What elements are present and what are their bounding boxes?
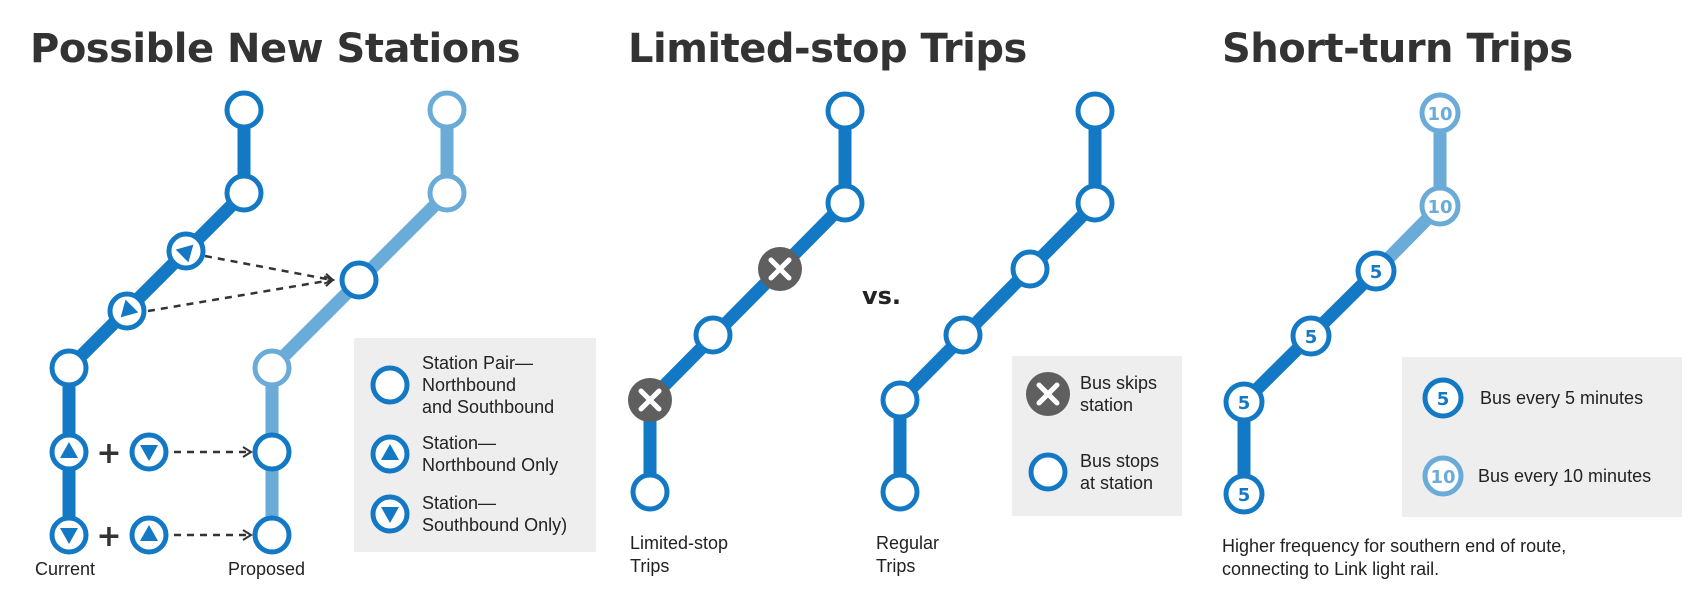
panel1-title: Possible New Stations — [30, 26, 521, 72]
vs-label: vs. — [862, 282, 902, 310]
legend-text: Bus every 5 minutes — [1480, 388, 1644, 408]
plus-sign: + — [96, 436, 121, 471]
northbound-station-icon — [166, 231, 206, 271]
skip-station-icon — [758, 247, 802, 291]
regular-trips-label: Regular Trips — [876, 533, 940, 576]
svg-text:10: 10 — [1430, 467, 1455, 488]
southbound-station-icon — [107, 291, 147, 331]
legend-text: Station— Northbound Only — [422, 433, 559, 475]
regular-route-line — [893, 111, 1102, 492]
svg-text:5: 5 — [1305, 327, 1318, 348]
northbound-station-icon — [129, 515, 169, 555]
proposed-station — [427, 173, 467, 213]
stop-station — [1010, 249, 1050, 289]
southbound-station-icon — [370, 494, 410, 534]
station-pair-icon — [370, 365, 410, 405]
legend-text: Bus stops at station — [1080, 451, 1160, 493]
merge-arrow — [147, 275, 335, 313]
proposed-label: Proposed — [228, 559, 306, 579]
current-station — [49, 348, 89, 388]
legend-text: Station Pair— Northbound and Southbound — [422, 353, 555, 417]
svg-text:5: 5 — [1238, 485, 1251, 506]
southbound-station-icon — [49, 515, 89, 555]
new-station-pair — [252, 515, 292, 555]
stop-station — [943, 315, 983, 355]
five-minute-station: 5 — [1223, 473, 1265, 515]
stop-station — [1075, 183, 1115, 223]
panel3-title: Short-turn Trips — [1222, 26, 1573, 72]
panel3-legend: 5 Bus every 5 minutes 10 Bus every 10 mi… — [1402, 357, 1682, 517]
panel1-legend: Station Pair— Northbound and Southbound … — [354, 338, 596, 552]
short-turn-caption: Higher frequency for southern end of rou… — [1222, 536, 1567, 579]
new-station-pair — [339, 260, 379, 300]
new-station-pair — [252, 432, 292, 472]
southbound-station-icon — [129, 432, 169, 472]
limited-stop-trips-label: Limited-stop Trips — [630, 533, 729, 576]
legend-text: Bus skips station — [1080, 373, 1158, 415]
stop-station-icon — [1028, 452, 1068, 492]
five-minute-badge-icon: 5 — [1422, 377, 1464, 419]
ten-minute-station: 10 — [1419, 185, 1461, 227]
merge-arrow — [204, 254, 335, 285]
five-minute-station: 5 — [1290, 315, 1332, 357]
current-route-line — [62, 110, 251, 535]
skip-station-icon — [1026, 372, 1070, 416]
panel2-legend: Bus skips station Bus stops at station — [1012, 356, 1182, 516]
proposed-station — [427, 90, 467, 130]
stop-station — [880, 472, 920, 512]
svg-text:10: 10 — [1427, 104, 1452, 125]
skip-station-icon — [628, 378, 672, 422]
legend-text: Bus every 10 minutes — [1478, 466, 1652, 486]
plus-sign: + — [96, 519, 121, 554]
stop-station — [825, 91, 865, 131]
five-minute-station: 5 — [1223, 381, 1265, 423]
svg-text:5: 5 — [1437, 389, 1450, 410]
proposed-station — [252, 348, 292, 388]
panel2-title: Limited-stop Trips — [628, 26, 1027, 72]
ten-minute-badge-icon: 10 — [1422, 455, 1464, 497]
northbound-station-icon — [370, 434, 410, 474]
stop-station — [1075, 91, 1115, 131]
svg-text:10: 10 — [1427, 197, 1452, 218]
svg-text:5: 5 — [1238, 393, 1251, 414]
legend-text: Station— Southbound Only) — [422, 493, 568, 535]
stop-station — [630, 472, 670, 512]
five-minute-station: 5 — [1355, 250, 1397, 292]
five-minute-route-line — [1237, 266, 1381, 494]
current-station — [224, 173, 264, 213]
stop-station — [693, 315, 733, 355]
ten-minute-station: 10 — [1419, 92, 1461, 134]
northbound-station-icon — [49, 432, 89, 472]
current-label: Current — [35, 559, 96, 579]
stop-station — [880, 380, 920, 420]
stop-station — [825, 183, 865, 223]
current-station — [224, 90, 264, 130]
limited-stop-route-line — [643, 111, 852, 492]
svg-text:5: 5 — [1370, 262, 1383, 283]
